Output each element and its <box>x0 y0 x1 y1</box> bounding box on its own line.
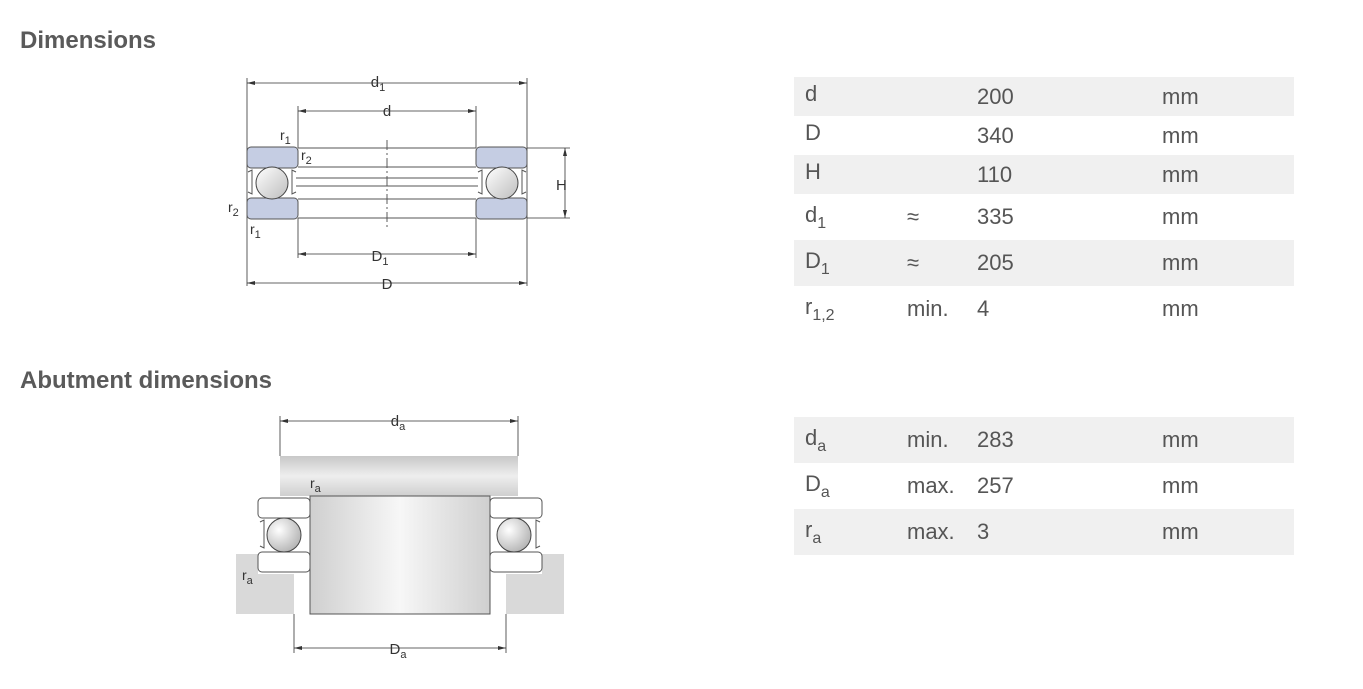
qualifier-cell: min. <box>907 427 949 452</box>
value-cell: 205 <box>977 250 1014 275</box>
unit-cell: mm <box>1162 519 1199 544</box>
qualifier-cell <box>896 77 966 116</box>
label-ra-top: ra <box>310 475 322 495</box>
value-cell: 340 <box>977 122 1014 148</box>
label-D: D <box>382 276 393 293</box>
qualifier-cell: max. <box>907 473 955 498</box>
unit-cell: mm <box>1162 427 1199 452</box>
label-Da: Da <box>390 641 408 661</box>
symbol-cell: D1 <box>805 247 830 278</box>
unit-cell: mm <box>1162 204 1199 229</box>
bearing-dimensions-drawing: d1 d r1 r2 r2 r1 H D1 D <box>220 68 580 300</box>
qualifier-cell: min. <box>907 296 949 321</box>
qualifier-cell: max. <box>907 519 955 544</box>
label-d: d <box>383 103 391 120</box>
table-row: da min. 283 mm <box>794 417 1294 463</box>
symbol-cell: r1,2 <box>805 293 835 324</box>
label-da: da <box>391 413 406 433</box>
section-title-dimensions: Dimensions <box>20 27 157 54</box>
abutment-dimensions-table: da min. 283 mm Da max. 257 mm ra max. 3 … <box>794 417 1294 555</box>
value-cell: 335 <box>977 204 1014 229</box>
unit-cell: mm <box>1162 250 1199 275</box>
qualifier-cell <box>896 155 966 194</box>
table-row: ra max. 3 mm <box>794 509 1294 555</box>
label-d1: d1 <box>371 74 385 94</box>
value-cell: 283 <box>977 427 1014 452</box>
dimensions-table: d 200 mm D 340 mm H 110 mm d1 ≈ 335 mm D… <box>794 77 1294 332</box>
label-H: H <box>556 177 567 194</box>
abutment-dimensions-drawing: da ra ra Da <box>230 408 570 670</box>
value-cell: 4 <box>977 296 990 321</box>
table-row: d1 ≈ 335 mm <box>794 194 1294 240</box>
table-row: D1 ≈ 205 mm <box>794 240 1294 286</box>
label-D1: D1 <box>372 248 389 268</box>
label-r1-left: r1 <box>250 221 261 241</box>
unit-cell: mm <box>1162 83 1199 109</box>
symbol-cell: d <box>805 81 818 106</box>
value-cell: 3 <box>977 519 990 544</box>
table-row: Da max. 257 mm <box>794 463 1294 509</box>
value-cell: 110 <box>977 161 1013 187</box>
table-row: d 200 mm <box>794 77 1294 116</box>
label-r2-left: r2 <box>228 199 239 219</box>
table-row: r1,2 min. 4 mm <box>794 286 1294 332</box>
table-row: H 110 mm <box>794 155 1294 194</box>
symbol-cell: d1 <box>805 201 827 232</box>
label-ra-left: ra <box>242 567 254 587</box>
unit-cell: mm <box>1162 296 1199 321</box>
qualifier-cell <box>896 116 966 155</box>
qualifier-cell: ≈ <box>907 250 920 275</box>
unit-cell: mm <box>1162 122 1199 148</box>
value-cell: 200 <box>977 83 1014 109</box>
symbol-cell: da <box>805 424 827 455</box>
symbol-cell: D <box>805 120 821 145</box>
value-cell: 257 <box>977 473 1014 498</box>
symbol-cell: Da <box>805 470 830 501</box>
table-row: D 340 mm <box>794 116 1294 155</box>
symbol-cell: ra <box>805 516 822 547</box>
section-title-abutment: Abutment dimensions <box>20 367 273 394</box>
qualifier-cell: ≈ <box>907 204 920 229</box>
symbol-cell: H <box>805 159 821 184</box>
label-r1-top: r1 <box>280 127 291 147</box>
unit-cell: mm <box>1162 473 1199 498</box>
unit-cell: mm <box>1162 161 1199 187</box>
label-r2-top: r2 <box>301 147 312 167</box>
